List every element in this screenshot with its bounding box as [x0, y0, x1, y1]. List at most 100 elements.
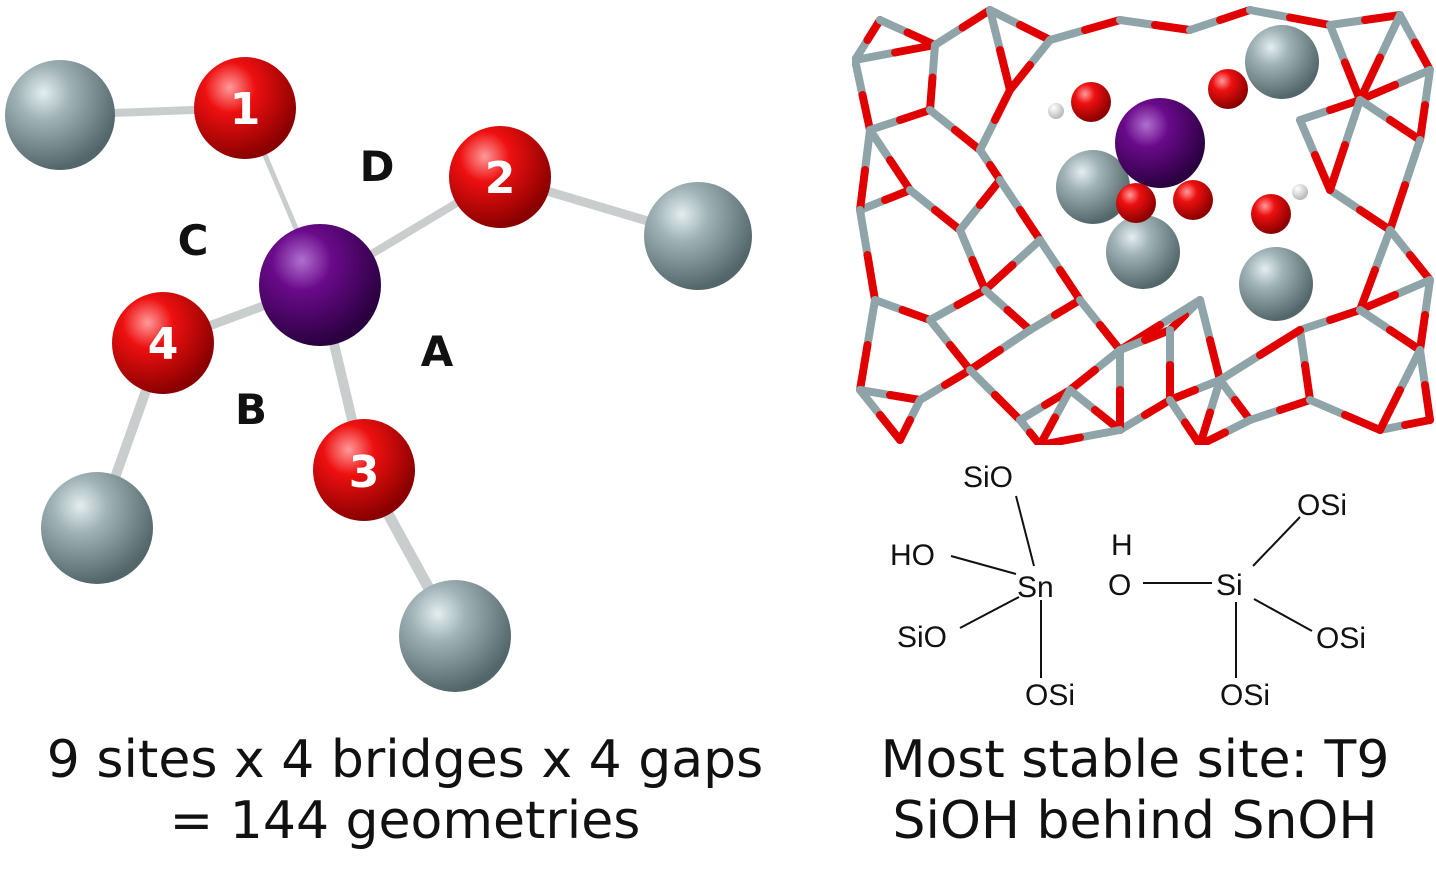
framework-bond — [1216, 6, 1254, 24]
framework-bond — [858, 91, 874, 134]
framework-bond — [1371, 226, 1394, 274]
framework-bond — [881, 186, 914, 204]
framework-bond — [1356, 306, 1394, 334]
framework-bond — [1056, 266, 1084, 304]
si-center-label: Si — [1216, 569, 1243, 602]
framework-bond — [1076, 296, 1104, 329]
framework-bond — [876, 16, 912, 37]
framework-bond — [1091, 346, 1124, 374]
framework-bond — [1051, 296, 1084, 319]
si-oxygen-label: O — [1108, 569, 1131, 602]
silicon-atom — [1106, 215, 1180, 289]
hydrogen-atom — [1048, 103, 1064, 119]
framework-bond — [1016, 206, 1044, 244]
oxygen-atom — [1116, 183, 1156, 223]
framework-bond — [926, 316, 954, 349]
tin-atom — [1115, 98, 1205, 188]
framework-bond — [1081, 16, 1124, 34]
framework-bond — [1326, 306, 1364, 324]
framework-bond — [852, 56, 867, 99]
framework-bond — [886, 156, 914, 194]
gap-label-a: A — [421, 327, 454, 376]
framework-bond — [1341, 58, 1364, 104]
framework-bond — [1036, 236, 1064, 274]
framework-bond — [1221, 416, 1254, 437]
framework-bond — [976, 176, 1004, 209]
framework-active-site — [1048, 25, 1319, 321]
framework-bond — [886, 391, 924, 404]
framework-bond — [856, 166, 869, 214]
framework-bond — [1036, 413, 1059, 445]
left-caption: 9 sites x 4 bridges x 4 gaps = 144 geome… — [10, 730, 800, 853]
framework-bond — [1206, 336, 1224, 384]
framework-bond — [866, 116, 904, 134]
framework-bond — [1296, 116, 1319, 159]
framework-bond — [966, 366, 999, 399]
framework-bond — [1231, 396, 1254, 424]
framework-bond — [1341, 411, 1384, 434]
framework-bond — [906, 186, 939, 214]
framework-bond — [1141, 396, 1174, 419]
framework-bond — [1326, 141, 1349, 194]
silicon-atom — [399, 580, 511, 692]
framework-bond — [926, 106, 959, 134]
framework-bond — [951, 126, 984, 154]
framework-bond — [1006, 61, 1034, 94]
right-caption-line-1: Most stable site: T9 — [880, 730, 1390, 790]
oxygen-atom-4 — [112, 292, 214, 394]
framework-bond — [1141, 326, 1174, 344]
gap-label-b: B — [235, 385, 267, 434]
framework-bond — [928, 41, 939, 82]
sn-site-schematic: SiO HO SiO OSi Sn H O Si OSi OSi OSi — [890, 461, 1366, 712]
framework-bond — [1116, 16, 1159, 29]
framework-bond — [852, 48, 899, 64]
left-caption-line-2: = 144 geometries — [169, 791, 641, 852]
framework-bond — [1421, 66, 1434, 109]
framework-bond — [1386, 326, 1424, 354]
framework-bond — [1003, 306, 1034, 334]
framework-bond — [1091, 406, 1124, 434]
framework-bond — [1051, 386, 1074, 422]
silicon-atom — [1056, 150, 1130, 224]
gap-label-d: D — [360, 142, 395, 191]
framework-bond — [1026, 36, 1054, 69]
framework-bond — [1276, 396, 1314, 414]
framework-bond — [1196, 296, 1214, 344]
oxygen-atom — [1173, 180, 1213, 220]
framework-bond — [863, 296, 879, 349]
framework-bond — [1356, 291, 1399, 314]
framework-bond — [1356, 81, 1399, 104]
framework-bond — [931, 23, 967, 49]
oxygen-atom-2 — [449, 126, 551, 228]
framework-bond — [896, 106, 934, 124]
framework-bond — [1391, 276, 1434, 299]
framework-bond — [1401, 416, 1434, 429]
framework-bond — [941, 366, 974, 389]
framework-bond — [1401, 136, 1424, 189]
framework-bond — [1116, 336, 1149, 354]
gap-label-c: C — [178, 216, 209, 265]
zeolite-framework-render — [852, 6, 1434, 445]
silicon-atom — [5, 60, 115, 170]
left-caption-line-1: 9 sites x 4 bridges x 4 gaps — [46, 730, 764, 790]
framework-bond — [1301, 361, 1314, 404]
framework-bond — [856, 341, 872, 394]
framework-bond — [976, 116, 999, 154]
framework-bond — [1406, 251, 1434, 284]
framework-bond — [966, 346, 1004, 374]
framework-bond — [1256, 326, 1304, 359]
framework-bond — [856, 386, 884, 419]
framework-bond — [1386, 226, 1414, 259]
framework-bond — [896, 416, 914, 444]
framework-bond — [1181, 418, 1204, 445]
framework-bond — [1166, 396, 1189, 427]
framework-bond — [1116, 411, 1149, 434]
framework-bond — [1356, 266, 1379, 314]
oxygen-label-4: 4 — [148, 319, 179, 370]
si-substituent-right: OSi — [1316, 622, 1366, 655]
framework-bond — [926, 73, 937, 114]
framework-bond — [981, 261, 1017, 294]
oxygen-atom — [1071, 82, 1111, 122]
oxygen-atom-3 — [313, 419, 415, 521]
framework-bond — [1306, 396, 1349, 419]
